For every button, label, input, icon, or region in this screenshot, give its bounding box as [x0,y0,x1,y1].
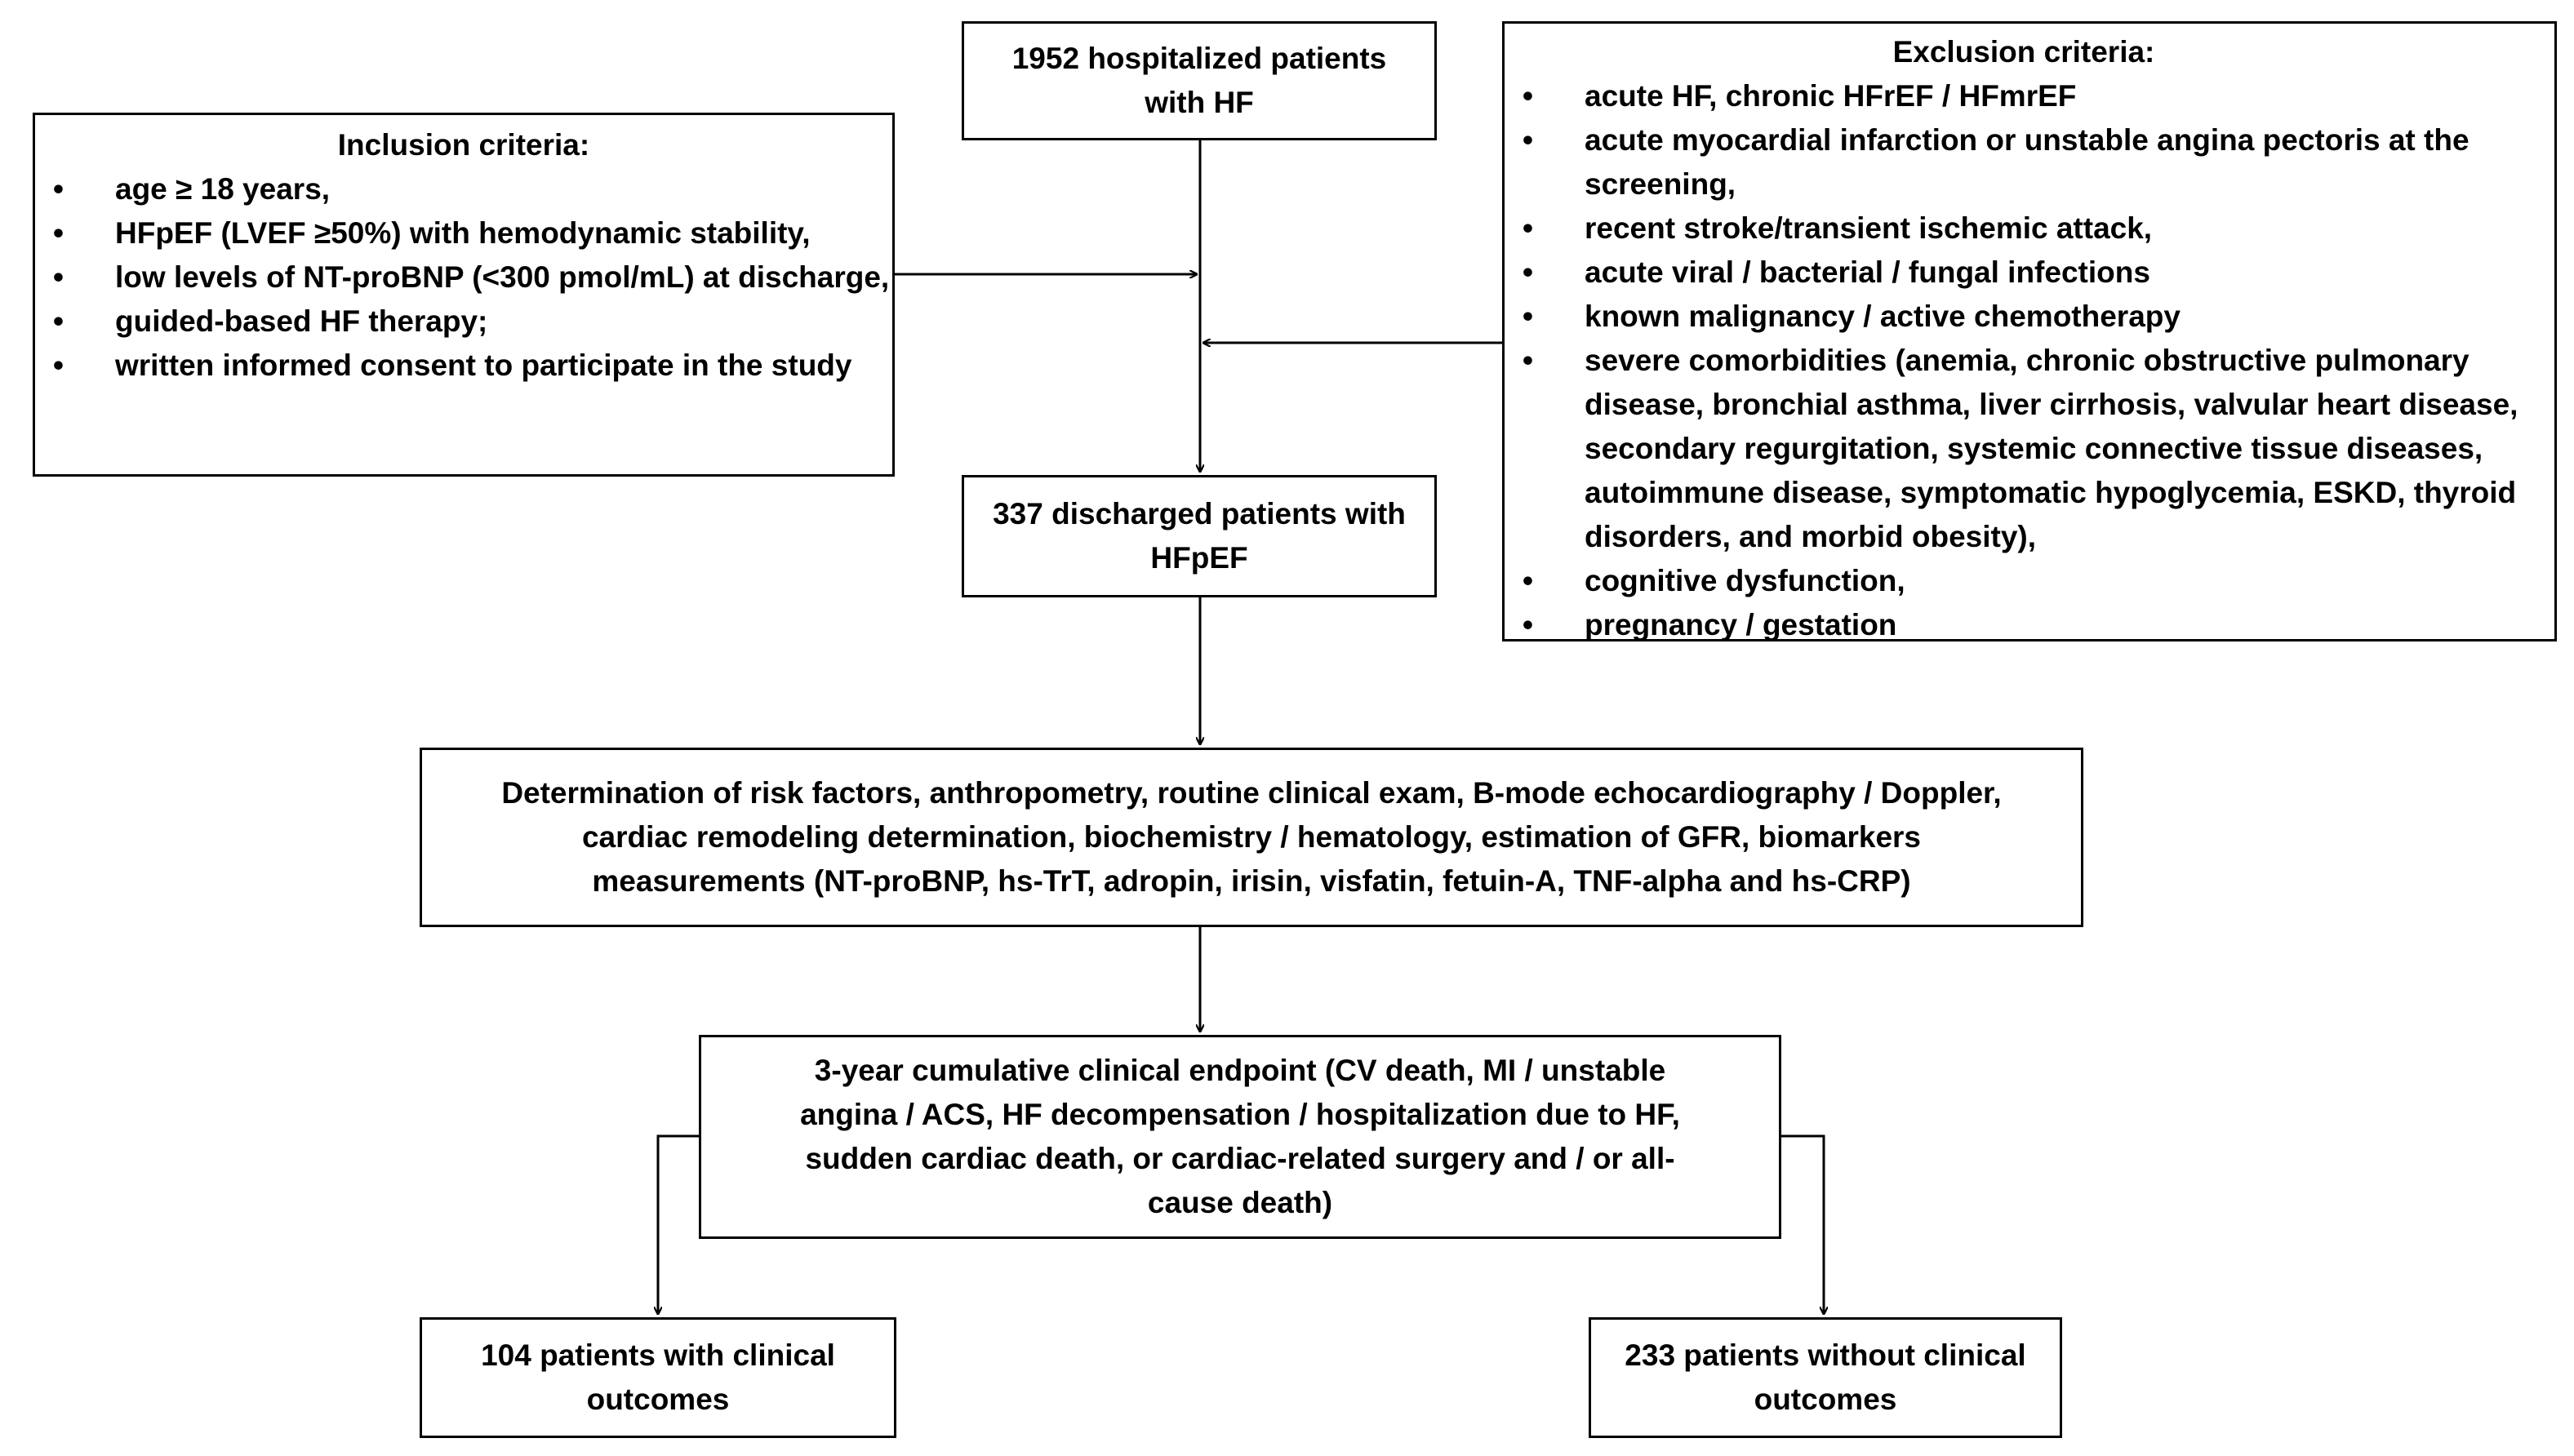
exclusion-criterion: acute myocardial infarction or unstable … [1505,118,2543,206]
with-outcomes-box: 104 patients with clinical outcomes [420,1317,896,1438]
box-line: outcomes [1754,1383,1897,1416]
box-line: 337 discharged patients with [993,497,1406,530]
exclusion-criterion: severe comorbidities (anemia, chronic ob… [1505,339,2543,559]
exclusion-criterion: known malignancy / active chemotherapy [1505,295,2543,339]
box-line: outcomes [586,1383,730,1416]
clinical-endpoint-box: 3-year cumulative clinical endpoint (CV … [699,1035,1781,1239]
inclusion-criterion: written informed consent to participate … [35,344,892,388]
inclusion-criterion: age ≥ 18 years, [35,167,892,211]
box-line: Determination of risk factors, anthropom… [501,776,2002,810]
inclusion-criterion: HFpEF (LVEF ≥50%) with hemodynamic stabi… [35,211,892,255]
exclusion-criteria-box: Exclusion criteria: acute HF, chronic HF… [1502,21,2557,647]
without-outcomes-box: 233 patients without clinical outcomes [1589,1317,2062,1438]
box-line: 233 patients without clinical [1625,1338,2026,1372]
box-line: 3-year cumulative clinical endpoint (CV … [814,1054,1666,1087]
exclusion-criteria-title: Exclusion criteria: [1892,35,2155,69]
inclusion-criterion: guided-based HF therapy; [35,300,892,344]
exclusion-criterion: acute viral / bacterial / fungal infecti… [1505,251,2543,295]
hospitalized-patients-box: 1952 hospitalized patients with HF [962,21,1437,140]
discharged-patients-box: 337 discharged patients with HFpEF [962,475,1437,597]
inclusion-criteria-title: Inclusion criteria: [337,128,590,162]
exclusion-criterion: recent stroke/transient ischemic attack, [1505,206,2543,251]
arrow-endpoint-to-without-outcomes [1781,1134,1824,1314]
box-line: cardiac remodeling determination, bioche… [581,820,1921,854]
exclusion-criteria-list: acute HF, chronic HFrEF / HFmrEF acute m… [1505,74,2543,647]
box-line: with HF [1145,86,1254,119]
box-line: cause death) [1147,1186,1333,1219]
exclusion-criterion: acute HF, chronic HFrEF / HFmrEF [1505,74,2543,118]
box-line: HFpEF [1150,541,1248,575]
box-line: 1952 hospitalized patients [1011,42,1387,75]
box-line: measurements (NT-proBNP, hs-TrT, adropin… [592,864,1911,898]
inclusion-criterion: low levels of NT-proBNP (<300 pmol/mL) a… [35,255,892,300]
box-line: 104 patients with clinical [481,1338,835,1372]
arrow-endpoint-to-with-outcomes [658,1134,699,1314]
exclusion-criterion: cognitive dysfunction, [1505,559,2543,603]
determination-box: Determination of risk factors, anthropom… [420,748,2083,927]
exclusion-criterion: pregnancy / gestation [1505,603,2543,647]
box-line: angina / ACS, HF decompensation / hospit… [800,1098,1680,1131]
inclusion-criteria-list: age ≥ 18 years, HFpEF (LVEF ≥50%) with h… [35,167,892,388]
box-line: sudden cardiac death, or cardiac-related… [805,1142,1675,1175]
inclusion-criteria-box: Inclusion criteria: age ≥ 18 years, HFpE… [33,113,895,477]
